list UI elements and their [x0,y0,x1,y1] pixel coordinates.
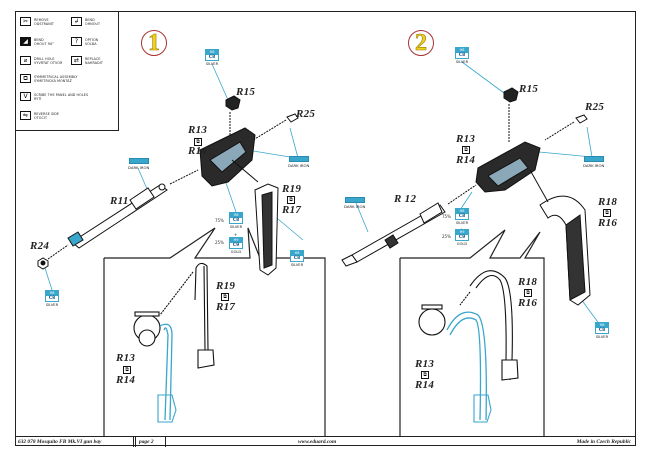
part-r15 [225,95,241,111]
step-number-1: 1 [141,29,167,56]
reverse-side-icon: ⇋ [20,111,31,120]
label-r15-step2: R15 [519,83,539,95]
legend-item-remove: ✂ REMOVE ODSTRANIT [20,17,54,26]
symbol-legend: ✂ REMOVE ODSTRANIT ↲ BEND OHNOUT ◢ BEND … [15,11,119,131]
inset-label-r19: R19 [216,280,236,292]
label-r25-step2: R25 [585,101,605,113]
paint-callout-dark-iron: DARK IRON [288,156,309,168]
website-link[interactable]: www.eduard.com [298,439,337,445]
score-panel-icon: V [20,92,31,101]
replace-icon: ⇄ [71,56,82,65]
symmetrical-assembly-icon: ⧉ [603,209,611,217]
step1-inset-parts [133,262,215,423]
legend-item-scribe: V SCRIBE THE PANEL AND HOLES RYTÍ [20,92,88,101]
legend-item-symmetrical: ⧉ SYMMETRICAL ASSEMBLY SYMETRICKÁ MONTÁŽ [20,74,78,83]
paint-callout-dark-iron: DARK IRON [583,156,604,168]
step-number-2: 2 [408,29,434,56]
inset-label-r17: R17 [216,301,236,313]
set-title: 632 078 Mosquito FB Mk.VI gun bay [18,439,102,445]
symmetrical-assembly-icon: ⧉ [462,146,470,154]
paint-callout-dark-iron: DARK IRON [344,197,365,209]
bend-90-icon: ◢ [20,37,31,46]
symmetrical-assembly-icon: ⧉ [287,196,295,204]
drill-icon: ⌀ [20,56,31,65]
inset-label-r14-step2: R14 [415,379,435,391]
step1-parts [37,95,299,276]
label-r15: R15 [236,86,256,98]
mix-gold-percent: 25% [442,234,451,239]
label-r25: R25 [296,108,316,120]
label-r18: R18 [598,196,618,208]
part-r25-step2 [575,114,588,124]
label-r13-step2: R13 [456,133,476,145]
legend-item-option: ? OPTION VOLBA [71,37,98,46]
paint-callout-dark-iron: DARK IRON [128,158,149,170]
remove-icon: ✂ [20,17,31,26]
inset-label-r13-step2: R13 [415,358,435,370]
part-r15-step2 [503,87,519,103]
footer-divider [165,437,166,447]
inset-label-r14: R14 [116,374,136,386]
step2-inset-parts [418,270,519,423]
inset-label-r18: R18 [518,276,538,288]
part-r25 [286,113,299,123]
footer-bar: 632 078 Mosquito FB Mk.VI gun bay page 2… [15,436,636,447]
symmetrical-assembly-icon: ⧉ [194,138,202,146]
legend-item-bend-90: ◢ BEND OHOUT 90° [20,37,54,46]
label-r12: R 12 [394,193,417,205]
symmetrical-assembly-icon: ⧉ [524,289,532,297]
page-number: page 2 [139,439,154,445]
made-in: Made in Czech Republic [576,439,631,445]
label-r13: R13 [188,124,208,136]
legend-item-replace: ⇄ REPLACE NAHRADIT [71,56,103,65]
inset-label-r16: R16 [518,297,538,309]
legend-item-bend: ↲ BEND OHNOUT [71,17,100,26]
symmetrical-assembly-icon: ⧉ [123,366,131,374]
label-r14-step2: R14 [456,154,476,166]
mix-plus: + [234,232,238,237]
mix-silver-percent: 75% [442,214,451,219]
label-r11: R11 [110,195,129,207]
symmetrical-assembly-icon: ⧉ [421,371,429,379]
paint-leader-lines [44,61,601,326]
step2-parts [341,87,591,306]
mix-gold-percent: 25% [215,240,224,245]
label-r14: R14 [188,145,208,157]
left-margin-line [15,130,17,436]
step2-inset-box [399,229,545,436]
inset-label-r13: R13 [116,352,136,364]
symmetrical-assembly-icon: ⧉ [221,293,229,301]
footer-divider [133,437,134,447]
legend-item-reverse: ⇋ REVERSE SIDE OTOČIT [20,111,59,120]
label-r17: R17 [282,204,302,216]
bend-icon: ↲ [71,17,82,26]
symmetrical-assembly-icon: ⧉ [20,74,31,83]
legend-item-drill: ⌀ DRILL HOLE VYVRTAT OTVOR [20,56,62,65]
label-r19: R19 [282,183,302,195]
label-r16: R16 [598,217,618,229]
mix-silver-percent: 75% [215,218,224,223]
footer-divider [135,437,136,447]
label-r24: R24 [30,240,50,252]
option-icon: ? [71,37,82,46]
